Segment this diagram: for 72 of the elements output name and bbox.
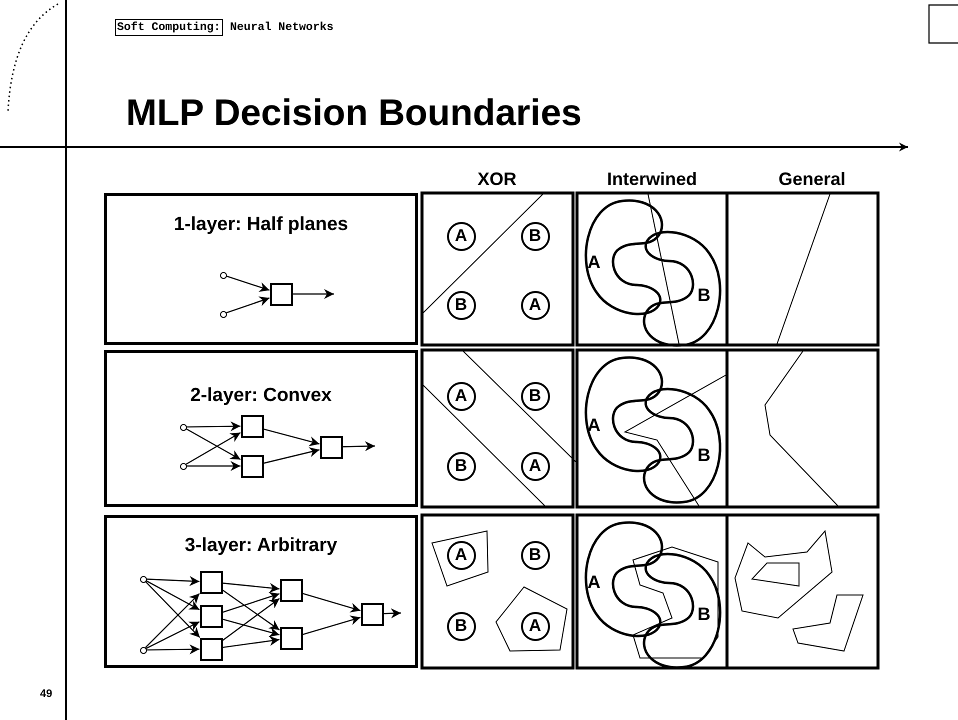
neuron-box	[200, 638, 222, 660]
neuron-box	[200, 604, 222, 628]
input-node-circle	[220, 310, 226, 318]
input-node-circle	[180, 424, 186, 430]
neuron-box	[280, 578, 302, 602]
arrow	[383, 608, 402, 618]
arrow	[186, 461, 240, 471]
arrow	[186, 421, 241, 432]
row-header-panel	[104, 515, 418, 668]
class-circle: B	[446, 612, 476, 640]
region-label: B	[698, 604, 710, 625]
neuron-box	[200, 570, 222, 594]
region-label: A	[588, 252, 600, 273]
arrow	[145, 593, 200, 648]
class-circle: A	[446, 540, 476, 570]
neuron-box	[240, 414, 264, 438]
class-circle: A	[520, 612, 550, 640]
class-circle: B	[520, 222, 550, 250]
arrow	[146, 644, 200, 654]
row-heading: 3-layer: Arbitrary	[184, 535, 338, 557]
input-node-circle	[140, 646, 146, 654]
arrow	[146, 580, 200, 610]
input-node-circle	[140, 576, 146, 582]
class-circle: A	[520, 452, 550, 480]
neuron-box	[360, 602, 384, 626]
slide-title: MLP Decision Boundaries	[126, 92, 582, 134]
input-node-circle	[220, 272, 226, 278]
row-header-panel	[104, 350, 418, 507]
arrow	[222, 590, 280, 630]
class-circle: B	[520, 382, 550, 410]
neuron-box	[320, 436, 342, 458]
arrow	[222, 598, 280, 641]
column-header: XOR	[478, 169, 516, 190]
column-header: General	[778, 169, 846, 190]
header-text: Neural Networks	[230, 21, 334, 34]
arrow	[222, 582, 280, 593]
arrow	[292, 289, 334, 299]
class-circle: B	[520, 540, 550, 570]
row-heading: 2-layer: Convex	[189, 385, 333, 407]
arrow	[263, 447, 320, 464]
arrow	[146, 621, 200, 649]
neuron-box	[240, 454, 264, 478]
class-circle: A	[446, 382, 476, 410]
neuron-box	[280, 626, 302, 650]
arrow	[302, 615, 361, 636]
arrow	[263, 428, 320, 446]
column-header: Interwined	[607, 169, 697, 190]
arrow	[145, 581, 200, 638]
class-circle: A	[446, 222, 476, 250]
arrow	[226, 296, 270, 314]
region-label: B	[698, 445, 710, 466]
arrow	[342, 441, 376, 452]
framed-header-text: Soft Computing:	[115, 19, 223, 36]
class-circle: A	[520, 290, 550, 320]
arrow	[222, 592, 280, 613]
arrow	[302, 592, 361, 613]
arrow	[186, 428, 241, 460]
arrow	[186, 432, 241, 465]
arrow	[222, 618, 280, 637]
neuron-box	[270, 282, 292, 306]
arrow	[226, 276, 270, 292]
row-heading: 1-layer: Half planes	[172, 214, 350, 236]
input-node-circle	[180, 462, 186, 470]
arrow	[222, 636, 280, 648]
region-label: A	[588, 572, 600, 593]
page-number: 49	[40, 688, 52, 700]
class-circle: B	[446, 290, 476, 320]
region-label: A	[588, 415, 600, 436]
class-circle: B	[446, 452, 476, 480]
row-header-panel	[104, 193, 418, 345]
region-label: B	[698, 285, 710, 306]
arrow	[146, 576, 200, 586]
